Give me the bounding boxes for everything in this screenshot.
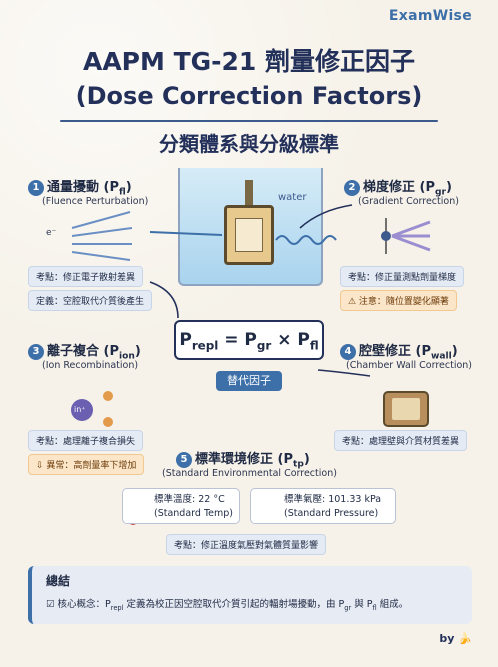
ion-plus-label: in⁺ xyxy=(74,405,86,414)
section-ptp-subscript: tp xyxy=(293,459,304,470)
summary-text-b: 定義為校正因空腔取代介質引起的輻射場擾動，由 P xyxy=(123,599,345,610)
formula-lhs-sub: repl xyxy=(191,338,219,353)
formula-lhs: P xyxy=(179,330,192,350)
title-divider xyxy=(60,120,438,122)
section-pwall-title-text: 腔壁修正 (P xyxy=(359,344,431,359)
formula-fl-sub: fl xyxy=(309,338,319,353)
summary-box: 總結 ☑ 核心概念：Prepl 定義為校正因空腔取代介質引起的輻射場擾動，由 P… xyxy=(28,566,472,624)
formula-times: × P xyxy=(271,330,310,350)
summary-text-c: 與 P xyxy=(351,599,373,610)
summary-text-a: ☑ 核心概念：P xyxy=(46,599,111,610)
section-ptp-point: 考點：修正溫度氣壓對氣體質量影響 xyxy=(166,534,327,555)
section-pgr-title-text: 梯度修正 (P xyxy=(363,180,435,195)
section-pgr-title-end: ) xyxy=(446,180,452,195)
section-number-badge: 2 xyxy=(344,180,360,196)
standard-temp-value: 標準溫度: 22 °C xyxy=(154,494,225,505)
ion-chamber-illustration xyxy=(224,205,274,265)
section-number-badge: 3 xyxy=(28,344,44,360)
section-pion-subscript: ion xyxy=(119,351,135,362)
byline: by 🍌 xyxy=(439,632,472,645)
summary-title: 總結 xyxy=(46,574,71,588)
summary-sub-repl: repl xyxy=(110,603,124,612)
formula-box: Prepl = Pgr × Pfl xyxy=(174,320,324,360)
water-label: water xyxy=(278,192,307,203)
standard-pressure-english: (Standard Pressure) xyxy=(284,508,379,519)
section-pwall-english: (Chamber Wall Correction) xyxy=(346,360,472,371)
section-ptp-title-text: 標準環境修正 (P xyxy=(195,452,293,467)
substitute-factor-label: 替代因子 xyxy=(216,371,282,391)
section-pgr-english: (Gradient Correction) xyxy=(358,196,459,207)
section-pfl-definition: 定義：空腔取代介質後產生 xyxy=(28,290,153,311)
standard-pressure-value: 標準氣壓: 101.33 kPa xyxy=(284,494,382,505)
summary-sub-fl: fl xyxy=(372,603,377,612)
electron-label: e⁻ xyxy=(46,228,57,238)
gradient-icon xyxy=(381,218,431,254)
section-pgr-warning: ⚠ 注意：隨位置變化顯著 xyxy=(340,290,457,311)
section-pfl-point: 考點：修正電子散射差異 xyxy=(28,266,144,287)
section-number-badge: 5 xyxy=(176,452,192,468)
section-pwall-title-end: ) xyxy=(451,344,458,359)
section-pfl-english: (Fluence Perturbation) xyxy=(42,196,149,207)
section-pfl-title-text: 通量擾動 (P xyxy=(47,180,119,195)
section-pwall-point: 考點：處理壁與介質材質差異 xyxy=(334,430,468,451)
page-subtitle: 分類體系與分級標準 xyxy=(159,132,339,156)
section-number-badge: 1 xyxy=(28,180,44,196)
chamber-wall-icon xyxy=(383,391,429,427)
section-pfl-subscript: fl xyxy=(119,187,126,198)
section-pion-title-text: 離子複合 (P xyxy=(47,344,119,359)
section-pion-english: (Ion Recombination) xyxy=(42,360,139,371)
section-pfl-title-end: ) xyxy=(125,180,132,195)
brand-logo: ExamWise xyxy=(388,8,472,24)
section-pion-point: 考點：處理離子複合損失 xyxy=(28,430,144,451)
section-pion-title-end: ) xyxy=(134,344,141,359)
standard-temp-english: (Standard Temp) xyxy=(154,508,233,519)
ion-icon xyxy=(71,391,113,427)
formula-eq: = P xyxy=(218,330,257,350)
section-pion-anomaly: ⇩ 異常：高劑量率下增加 xyxy=(28,454,145,475)
fluence-beam-icon xyxy=(71,211,133,261)
standard-temp-box xyxy=(122,488,240,524)
summary-text-d: 組成。 xyxy=(376,599,409,610)
section-ptp-title-end: ) xyxy=(303,452,310,467)
chamber-cavity xyxy=(235,218,263,252)
formula-gr-sub: gr xyxy=(256,338,272,353)
page-title-english: (Dose Correction Factors) xyxy=(75,82,423,110)
summary-sub-gr: gr xyxy=(344,603,352,612)
chamber-stem xyxy=(245,180,253,206)
section-ptp-english: (Standard Environmental Correction) xyxy=(162,468,337,479)
section-number-badge: 4 xyxy=(340,344,356,360)
section-pwall-subscript: wall xyxy=(431,351,452,362)
standard-pressure-box xyxy=(250,488,396,524)
summary-text: ☑ 核心概念：Prepl 定義為校正因空腔取代介質引起的輻射場擾動，由 Pgr … xyxy=(46,596,408,612)
page-title: AAPM TG-21 劑量修正因子 xyxy=(82,47,416,76)
section-pgr-point: 考點：修正量測點劑量梯度 xyxy=(340,266,465,287)
section-pgr-subscript: gr xyxy=(435,187,446,198)
